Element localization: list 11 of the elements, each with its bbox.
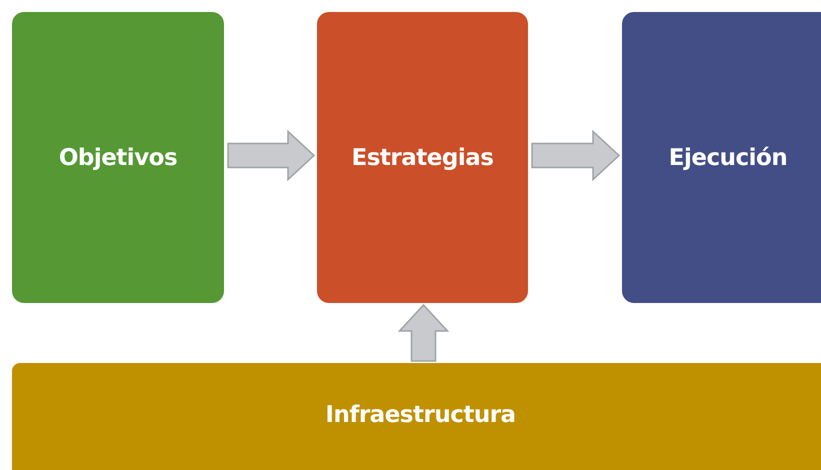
box-label: Ejecución — [668, 144, 788, 170]
block-arrow — [227, 130, 316, 182]
process-box — [622, 12, 821, 303]
box-label: Objetivos — [58, 144, 178, 170]
block-arrow — [398, 304, 450, 362]
process-box — [317, 12, 528, 303]
block-arrow — [531, 130, 620, 182]
process-box — [12, 12, 224, 303]
box-label: Infraestructura — [325, 402, 516, 428]
box-label: Estrategias — [352, 144, 494, 170]
process-box — [12, 363, 821, 470]
